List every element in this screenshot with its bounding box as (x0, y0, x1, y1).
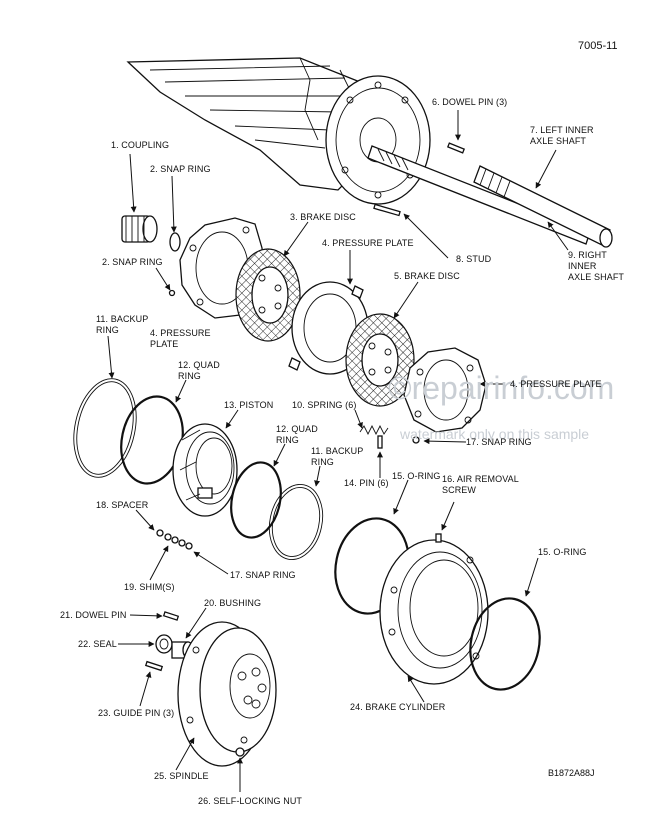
backup-ring-11a-inner (76, 381, 134, 475)
callout-stud: 8. STUD (456, 254, 492, 264)
callout-air-removal-screw: 16. AIR REMOVAL SCREW (442, 474, 519, 495)
watermark-note: watermark only on this sample (400, 426, 590, 442)
callout-piston: 13. PISTON (224, 400, 274, 410)
callout-coupling: 1. COUPLING (111, 140, 170, 150)
pressure-plate-right (403, 347, 487, 433)
callout-quad-ring-12b: 12. QUAD RING (276, 424, 318, 445)
callout-backup-ring-11b: 11. BACKUP RING (311, 446, 364, 467)
backup-ring-11b-inner (271, 486, 321, 558)
callout-snap-ring-17a: 17. SNAP RING (466, 437, 532, 447)
spring-10 (359, 424, 389, 436)
spacer-and-shims (156, 529, 193, 550)
dowel-pin-21 (162, 611, 180, 621)
figure-code: B1872A88J (548, 768, 595, 778)
pin-14 (377, 435, 383, 449)
spindle (177, 621, 277, 767)
snap-ring-2b (168, 289, 176, 297)
backup-ring-11a (73, 378, 137, 478)
dowel-pin-6 (446, 142, 466, 154)
watermark-site: ©repairinfo.com (388, 370, 615, 406)
callout-dowel-pin-21: 21. DOWEL PIN (60, 610, 127, 620)
seal-22-inner (159, 638, 169, 650)
snap-ring-2a (169, 232, 181, 252)
callout-pressure-plate-4a: 4. PRESSURE PLATE (322, 238, 414, 248)
axle-housing (126, 57, 431, 205)
callout-guide-pin: 23. GUIDE PIN (3) (98, 708, 175, 718)
seal-22 (155, 634, 173, 654)
callout-o-ring-15b: 15. O-RING (538, 547, 587, 557)
callout-shims: 19. SHIM(S) (124, 582, 175, 592)
callout-spindle: 25. SPINDLE (154, 771, 209, 781)
callout-brake-cylinder: 24. BRAKE CYLINDER (350, 702, 446, 712)
quad-ring-12b (230, 461, 282, 539)
callout-o-ring-15a: 15. O-RING (392, 471, 441, 481)
callout-pressure-plate-4b: 4. PRESSURE PLATE (150, 328, 211, 349)
callout-bushing: 20. BUSHING (204, 598, 262, 608)
callout-left-inner-axle-shaft: 7. LEFT INNER AXLE SHAFT (530, 125, 594, 146)
callout-brake-disc-5: 5. BRAKE DISC (394, 271, 460, 281)
callout-snap-ring-2b: 2. SNAP RING (102, 257, 163, 267)
callout-right-inner-axle-shaft: 9. RIGHT INNER AXLE SHAFT (568, 250, 625, 282)
callout-spring: 10. SPRING (6) (292, 400, 357, 410)
coupling (121, 215, 158, 243)
piston (172, 423, 238, 517)
stud-8 (373, 203, 401, 217)
backup-ring-11b (268, 483, 324, 561)
callout-backup-ring-11a: 11. BACKUP RING (96, 314, 149, 335)
guide-pin-23 (144, 660, 164, 672)
page-number: 7005-11 (578, 40, 618, 52)
callout-spacer: 18. SPACER (96, 500, 149, 510)
callout-pin: 14. PIN (6) (344, 478, 389, 488)
callout-brake-disc-3: 3. BRAKE DISC (290, 212, 356, 222)
leader-lines (107, 110, 569, 792)
brake-disc-3 (235, 248, 301, 342)
self-locking-nut (235, 747, 245, 757)
brake-cylinder (379, 539, 489, 685)
callout-dowel-pin-6: 6. DOWEL PIN (3) (432, 97, 508, 107)
brake-disc-5 (345, 313, 415, 407)
callout-seal: 22. SEAL (78, 639, 117, 649)
snap-ring-17a (412, 436, 420, 444)
callout-snap-ring-17b: 17. SNAP RING (230, 570, 296, 580)
callout-pressure-plate-4c: 4. PRESSURE PLATE (510, 379, 602, 389)
callout-quad-ring-12a: 12. QUAD RING (178, 360, 220, 381)
right-inner-axle-shaft (473, 165, 613, 248)
callout-snap-ring-2a: 2. SNAP RING (150, 164, 211, 174)
air-removal-screw (435, 533, 442, 543)
callout-self-locking-nut: 26. SELF-LOCKING NUT (198, 796, 303, 806)
o-ring-15b (469, 597, 541, 691)
